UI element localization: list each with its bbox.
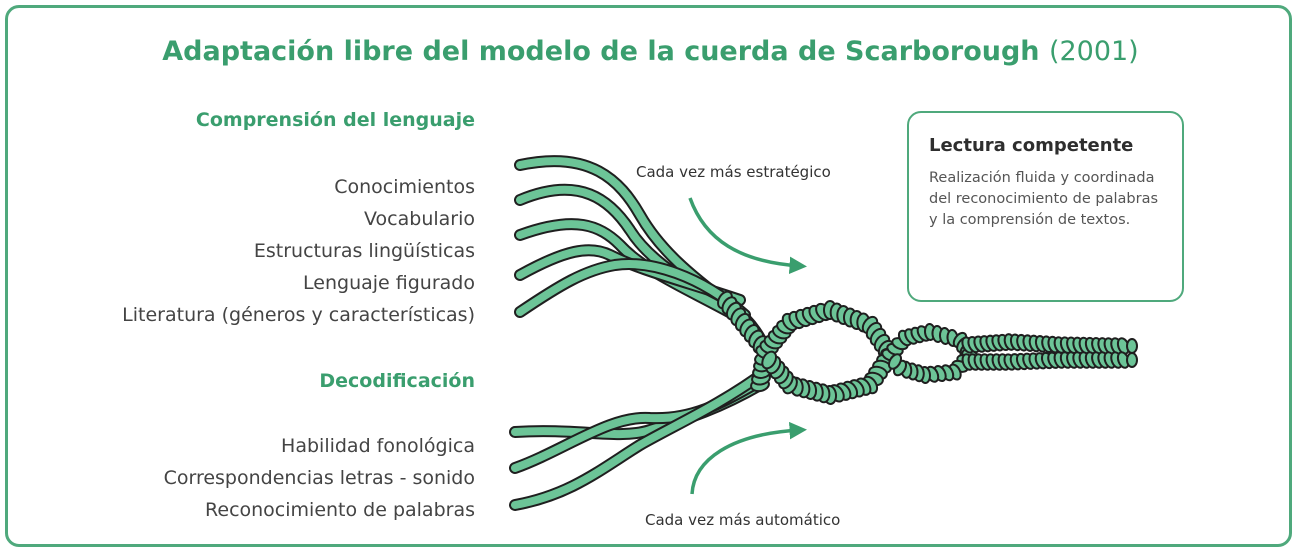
decodificacion-list: Habilidad fonológica Correspondencias le…: [164, 430, 475, 526]
rope-strand-decodificacion-outline: [509, 366, 771, 511]
diagram-title: Adaptación libre del modelo de la cuerda…: [0, 36, 1301, 67]
lectura-text: Realización fluida y coordinada del reco…: [929, 170, 1159, 228]
rope-strands: [509, 155, 771, 511]
rope-strand-comprension: [516, 220, 744, 322]
lectura-competente-box: Lectura competente Realización fluida y …: [907, 111, 1184, 302]
lectura-title: Lectura competente: [929, 135, 1134, 156]
arrow-strategic-icon: [688, 197, 807, 275]
rope-strand-comprension: [516, 260, 749, 319]
rope-twist: [717, 290, 1138, 405]
rope-twist-bead: [1126, 338, 1138, 354]
caption-strategic: Cada vez más estratégico: [636, 163, 831, 181]
list-item: Literatura (géneros y características): [122, 304, 475, 326]
list-item: Estructuras lingüísticas: [253, 240, 475, 262]
rope-twist-bead: [761, 350, 778, 370]
arrow-automatic-icon: [690, 421, 807, 495]
list-item: Correspondencias letras - sonido: [163, 467, 475, 489]
title-year: (2001): [1048, 36, 1139, 67]
rope-strand-decodificacion: [511, 368, 769, 509]
rope-twist-bead: [887, 353, 903, 370]
diagram-frame: [5, 5, 1292, 547]
list-item: Habilidad fonológica: [281, 435, 475, 457]
list-item: Reconocimiento de palabras: [205, 499, 475, 521]
comprension-list: Conocimientos Vocabulario Estructuras li…: [122, 171, 475, 331]
title-main: Adaptación libre del modelo de la cuerda…: [162, 36, 1040, 67]
decodificacion-heading: Decodificación: [319, 370, 475, 392]
rope-twist-bead: [1126, 352, 1138, 368]
rope-strand-decodificacion-outline: [509, 379, 766, 441]
list-item: Conocimientos: [334, 176, 475, 198]
caption-automatic: Cada vez más automático: [645, 511, 841, 529]
comprension-heading: Comprensión del lenguaje: [195, 109, 475, 131]
list-item: Vocabulario: [364, 208, 475, 230]
list-item: Lenguaje figurado: [303, 272, 475, 294]
